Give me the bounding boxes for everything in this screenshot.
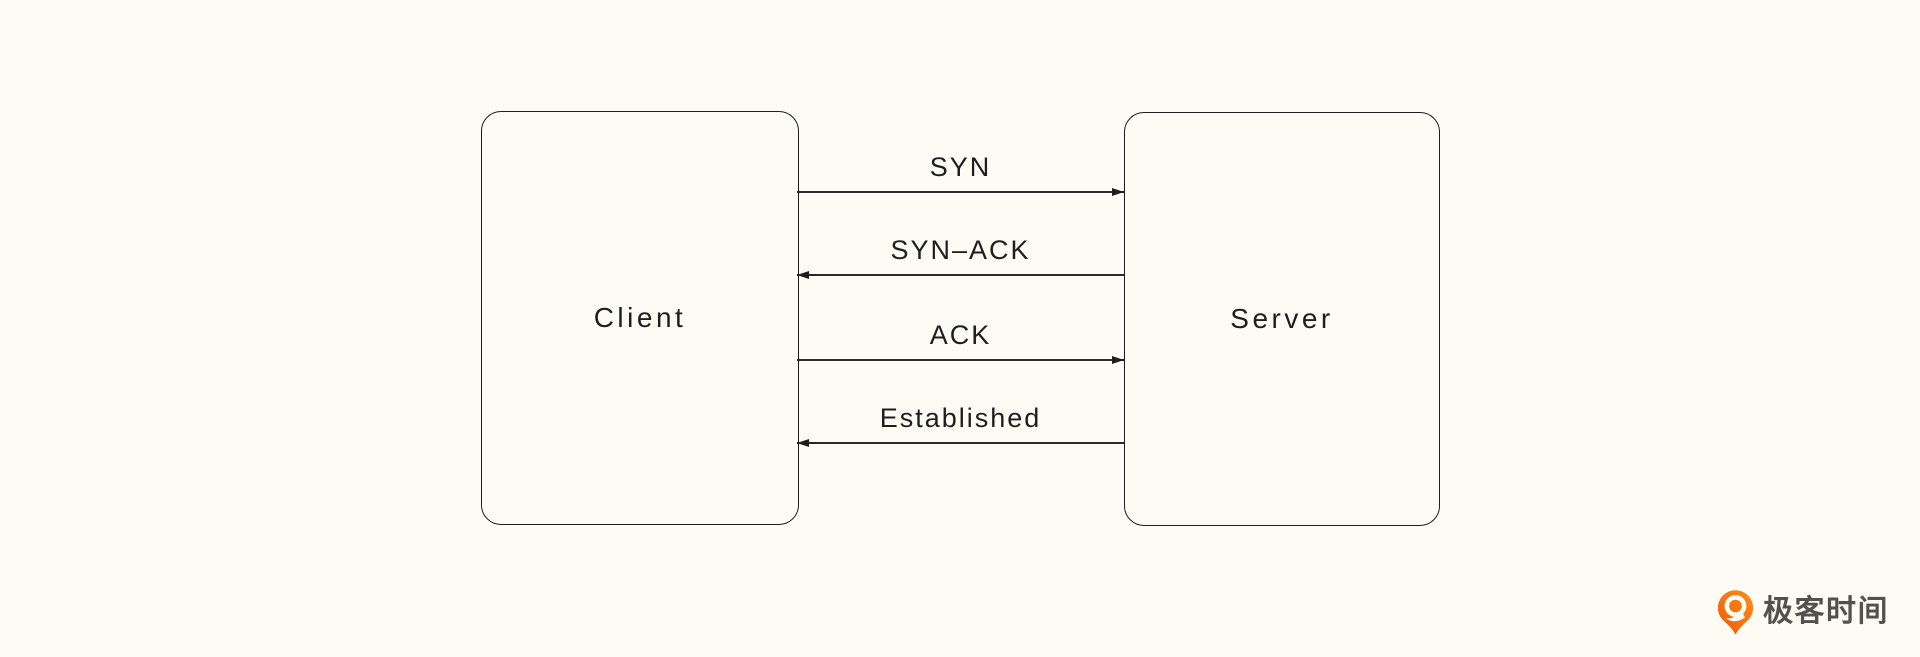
message-arrow-syn [797,191,1124,193]
node-client-label: Client [593,302,687,333]
arrowhead-left-icon [797,270,809,279]
geektime-logo-icon [1717,590,1754,635]
message-label-syn: SYN [929,152,992,182]
node-server: Server [1124,112,1440,526]
arrowhead-right-icon [1112,187,1124,196]
arrowhead-right-icon [1112,355,1124,364]
arrowhead-left-icon [797,438,809,447]
message-arrow-syn-ack [797,274,1124,276]
message-arrow-ack [797,359,1124,361]
message-label-syn-ack: SYN–ACK [890,235,1031,265]
geektime-logo-text: 极客时间 [1763,595,1889,628]
geektime-logo: 极客时间 [1716,588,1889,635]
message-label-ack: ACK [929,320,992,350]
node-server-label: Server [1230,303,1334,334]
message-label-established: Established [879,403,1042,433]
message-arrow-established [797,442,1124,444]
node-client: Client [481,111,799,525]
